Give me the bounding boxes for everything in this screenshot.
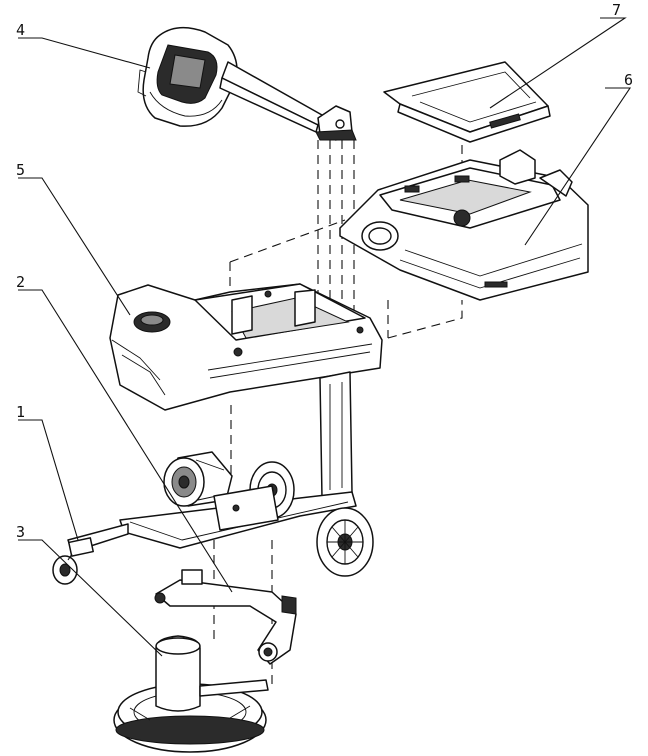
part-3-brush-head [113,635,269,753]
part-4-handle-control-panel [137,26,357,141]
part-7-top-lid [383,61,551,143]
callout-6: 6 [624,71,633,89]
callout-5: 5 [16,161,25,179]
part-2-vacuum-motor [163,451,279,531]
leader-lines [18,17,632,657]
part-5-solution-tank [109,283,383,411]
callout-3: 3 [16,523,25,541]
callout-2: 2 [16,273,25,291]
callout-7: 7 [612,1,621,19]
brush-deck-linkage [154,569,297,665]
callout-1: 1 [16,403,25,421]
callout-4: 4 [16,21,25,39]
part-6-recovery-tank [339,149,589,301]
